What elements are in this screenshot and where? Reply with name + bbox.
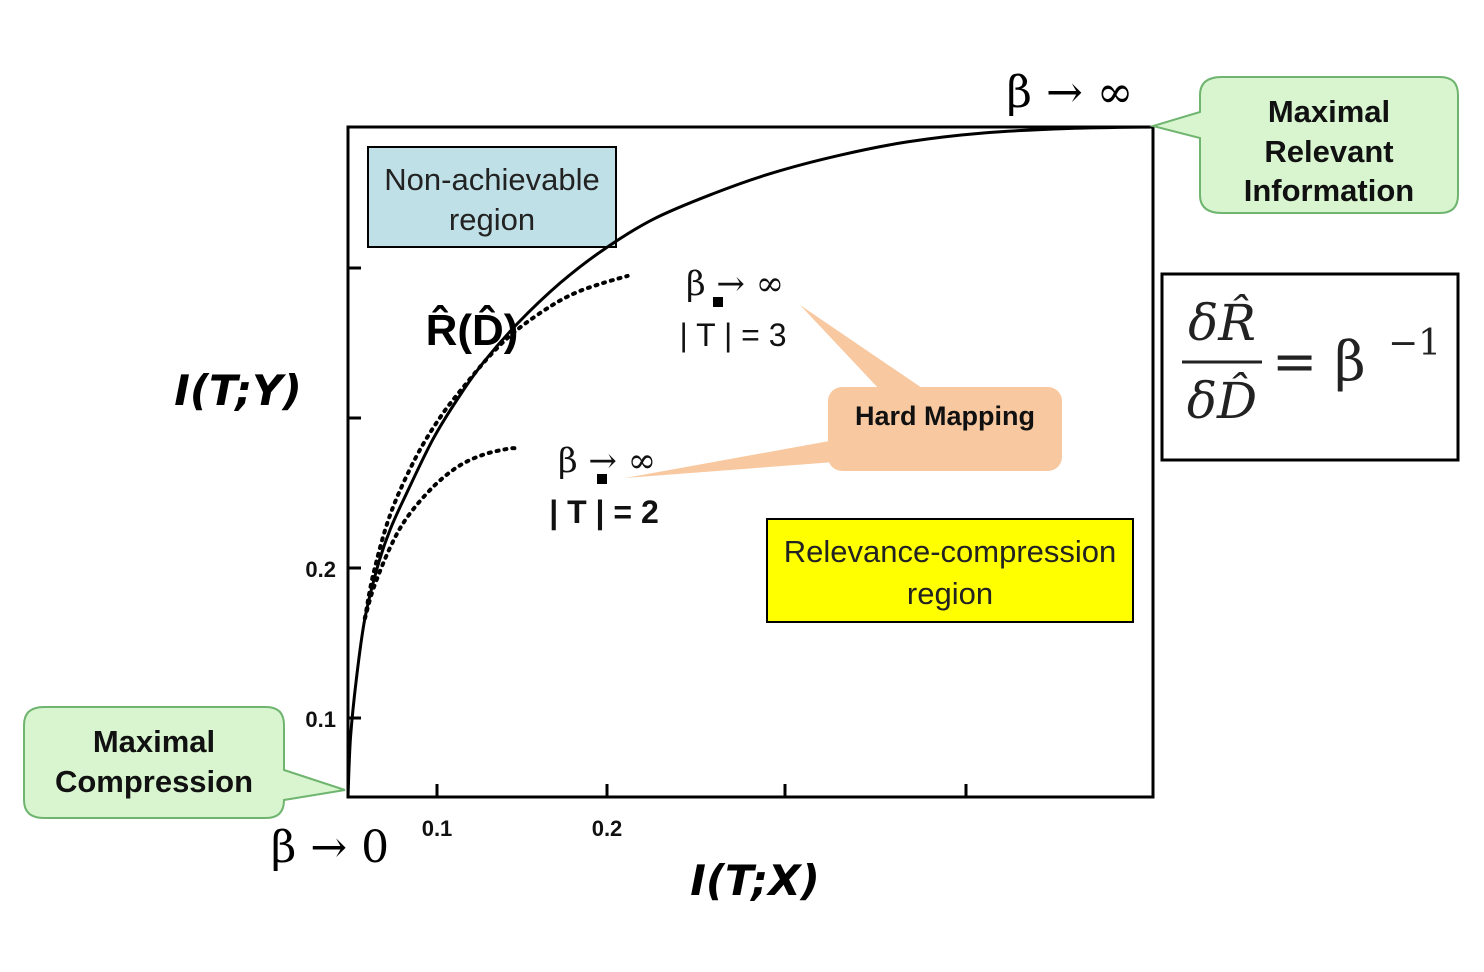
t2-endpoint-marker [597,474,607,484]
relevance-compression-label-line1: Relevance-compression [784,534,1117,569]
hard-mapping-callout: Hard Mapping [625,305,1062,478]
non-achievable-box [367,146,617,248]
x-tick-label: 0.2 [592,816,623,841]
max-compression-callout: Maximal Compression [23,706,346,819]
max-relevant-shape [1149,76,1459,214]
y-axis-ticks [348,266,361,720]
max-compression-shape [23,706,346,819]
max-compression-line1: Maximal [93,724,215,759]
equation-frame [1160,272,1460,462]
beta-infinity-t2: β → ∞ [558,441,656,481]
equation-exponent: −1 [1388,323,1441,364]
equation-rhs: = β [1272,330,1366,393]
hard-mapping-box [828,387,1062,471]
max-relevant-callout: Maximal Relevant Information [1149,76,1459,214]
beta-infinity-t3: β → ∞ [686,264,784,304]
max-relevant-line3: Information [1244,173,1415,208]
t3-label: | T | = 3 [679,317,786,353]
x-axis-label: I(T;X) [690,856,820,905]
non-achievable-label-line2: region [449,202,535,237]
relevance-compression-box [766,518,1134,623]
hard-mapping-label: Hard Mapping [855,401,1035,431]
y-axis-label: I(T;Y) [174,366,302,415]
plot-frame [346,125,1155,799]
max-relevant-line1: Maximal [1268,94,1390,129]
t2-label: | T | = 2 [549,494,659,530]
max-relevant-line2: Relevant [1264,134,1393,169]
max-compression-line2: Compression [55,764,253,799]
rd-label: R̂(D̂) [426,303,519,355]
y-tick-label: 0.2 [305,557,336,582]
x-axis-ticks [435,784,968,797]
beta-infinity-top: β → ∞ [1007,67,1134,118]
t2-curve [362,446,520,621]
equation-denominator: δD̂ [1187,371,1257,430]
hard-mapping-pointer-t2 [625,440,835,478]
non-achievable-label-line1: Non-achievable [384,162,599,197]
equation-box: δR̂ δD̂ = β −1 [1160,272,1460,462]
beta-zero: β → 0 [271,822,389,873]
x-tick-label: 0.1 [422,816,453,841]
relevance-compression-label-line2: region [907,576,993,611]
y-tick-label: 0.1 [305,707,336,732]
t3-curve [362,273,630,621]
hard-mapping-pointer-t3 [800,305,925,390]
t3-endpoint-marker [713,297,723,307]
equation-numerator: δR̂ [1188,293,1256,352]
